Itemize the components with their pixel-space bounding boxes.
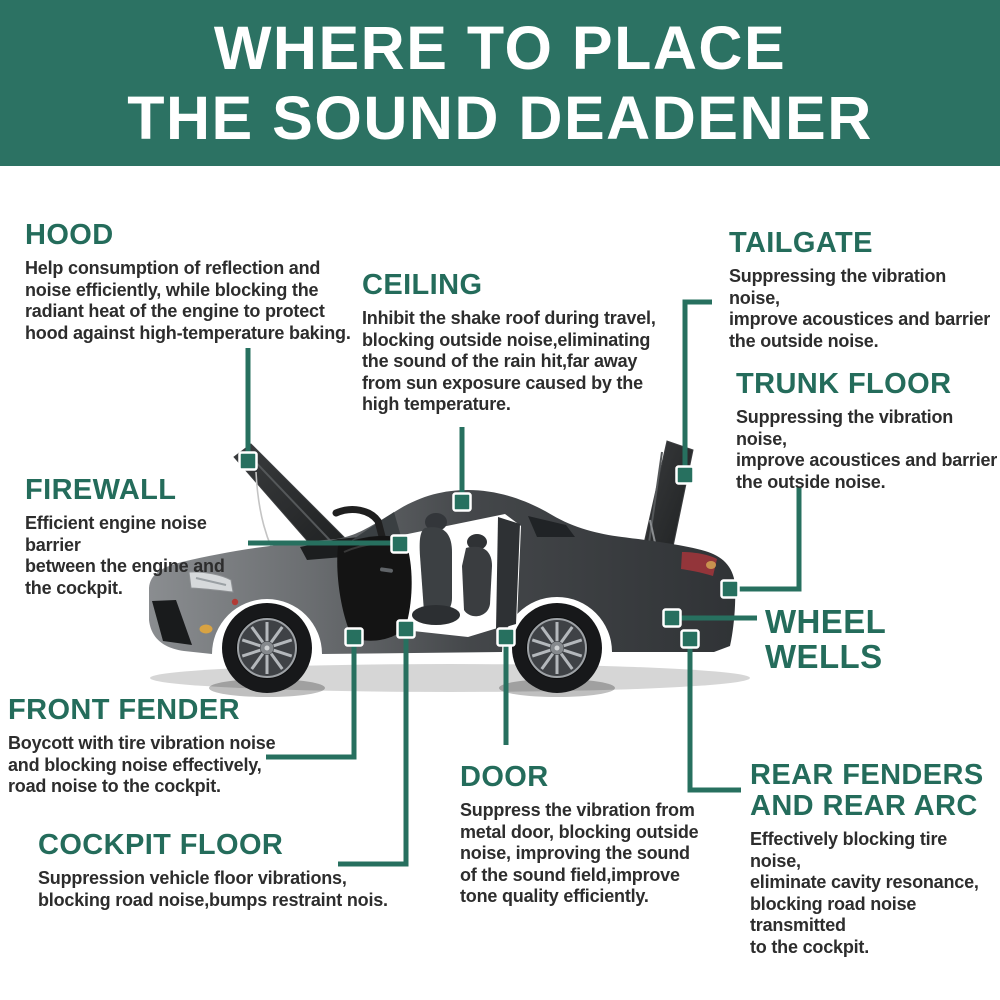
rear-seat	[462, 534, 492, 617]
section-firewall: FIREWALL Efficient engine noise barrier …	[25, 475, 265, 599]
door-title: DOOR	[460, 761, 549, 793]
fog-light	[199, 624, 213, 634]
rear-fenders-title: REAR FENDERS AND REAR ARC	[750, 759, 984, 822]
tailgate-connector-line	[682, 299, 712, 470]
door-connector-marker	[496, 627, 516, 647]
wheel-wells-title: WHEEL WELLS	[765, 603, 886, 675]
cabin-interior	[398, 513, 521, 637]
tailgate-connector-marker	[675, 465, 695, 485]
front-seat	[412, 513, 460, 625]
open-door	[332, 506, 412, 641]
front-fender-description: Boycott with tire vibration noise and bl…	[8, 733, 276, 796]
ceiling-connector-marker	[452, 492, 472, 512]
section-front-fender: FRONT FENDER Boycott with tire vibration…	[8, 695, 288, 798]
cockpit-floor-title: COCKPIT FLOOR	[38, 829, 284, 861]
hood-description: Help consumption of reflection and noise…	[25, 258, 351, 343]
rear-fenders-connector-marker	[680, 629, 700, 649]
front-fender-connector-line	[266, 634, 357, 760]
cockpit-floor-description: Suppression vehicle floor vibrations, bl…	[38, 868, 388, 910]
section-ceiling: CEILING Inhibit the shake roof during tr…	[362, 270, 672, 416]
quarter-glass	[528, 516, 575, 537]
firewall-description: Efficient engine noise barrier between t…	[25, 513, 225, 598]
front-intake	[152, 600, 192, 645]
hood-title: HOOD	[25, 219, 114, 251]
ceiling-description: Inhibit the shake roof during travel, bl…	[362, 308, 656, 414]
rear-fenders-description: Effectively blocking tire noise, elimina…	[750, 829, 979, 957]
rear-fascia	[681, 552, 717, 576]
taillight	[681, 552, 717, 576]
door-description: Suppress the vibration from metal door, …	[460, 800, 699, 906]
rear-fenders-connector-line	[687, 637, 741, 793]
hood-connector-marker	[238, 451, 258, 471]
rear-wheel	[512, 603, 602, 693]
tailgate-description: Suppressing the vibration noise, improve…	[729, 266, 991, 351]
wheel-wells-connector-marker	[662, 608, 682, 628]
section-trunk-floor: TRUNK FLOOR Suppressing the vibration no…	[736, 369, 1000, 493]
firewall-connector-marker	[390, 534, 410, 554]
banner: WHERE TO PLACE THE SOUND DEADENER	[0, 0, 1000, 166]
trunk-floor-connector-line	[735, 487, 802, 592]
section-wheel-wells: WHEEL WELLS	[765, 604, 1000, 674]
front-wheel	[222, 603, 312, 693]
front-fascia	[152, 571, 239, 645]
section-tailgate: TAILGATE Suppressing the vibration noise…	[729, 228, 999, 352]
section-door: DOOR Suppress the vibration from metal d…	[460, 762, 710, 908]
connectors	[238, 299, 802, 867]
front-fender-title: FRONT FENDER	[8, 694, 240, 726]
banner-title-line2: THE SOUND DEADENER	[127, 84, 873, 152]
section-rear-fenders: REAR FENDERS AND REAR ARC Effectively bl…	[750, 760, 1000, 958]
section-cockpit-floor: COCKPIT FLOOR Suppression vehicle floor …	[38, 830, 398, 911]
door-handle	[380, 567, 393, 573]
far-open-door	[496, 517, 520, 630]
trunk-floor-connector-marker	[720, 579, 740, 599]
cockpit-floor-connector-line	[338, 626, 409, 867]
banner-title-line1: WHERE TO PLACE	[213, 14, 787, 82]
tailgate-title: TAILGATE	[729, 227, 873, 259]
section-hood: HOOD Help consumption of reflection and …	[25, 220, 355, 344]
trunk-floor-description: Suppressing the vibration noise, improve…	[736, 407, 998, 492]
car-illustration	[149, 440, 750, 697]
firewall-title: FIREWALL	[25, 474, 177, 506]
front-fender-connector-marker	[344, 627, 364, 647]
front-marker-light	[231, 598, 239, 606]
ceiling-title: CEILING	[362, 269, 483, 301]
trunk-floor-title: TRUNK FLOOR	[736, 368, 952, 400]
cockpit-floor-connector-marker	[396, 619, 416, 639]
